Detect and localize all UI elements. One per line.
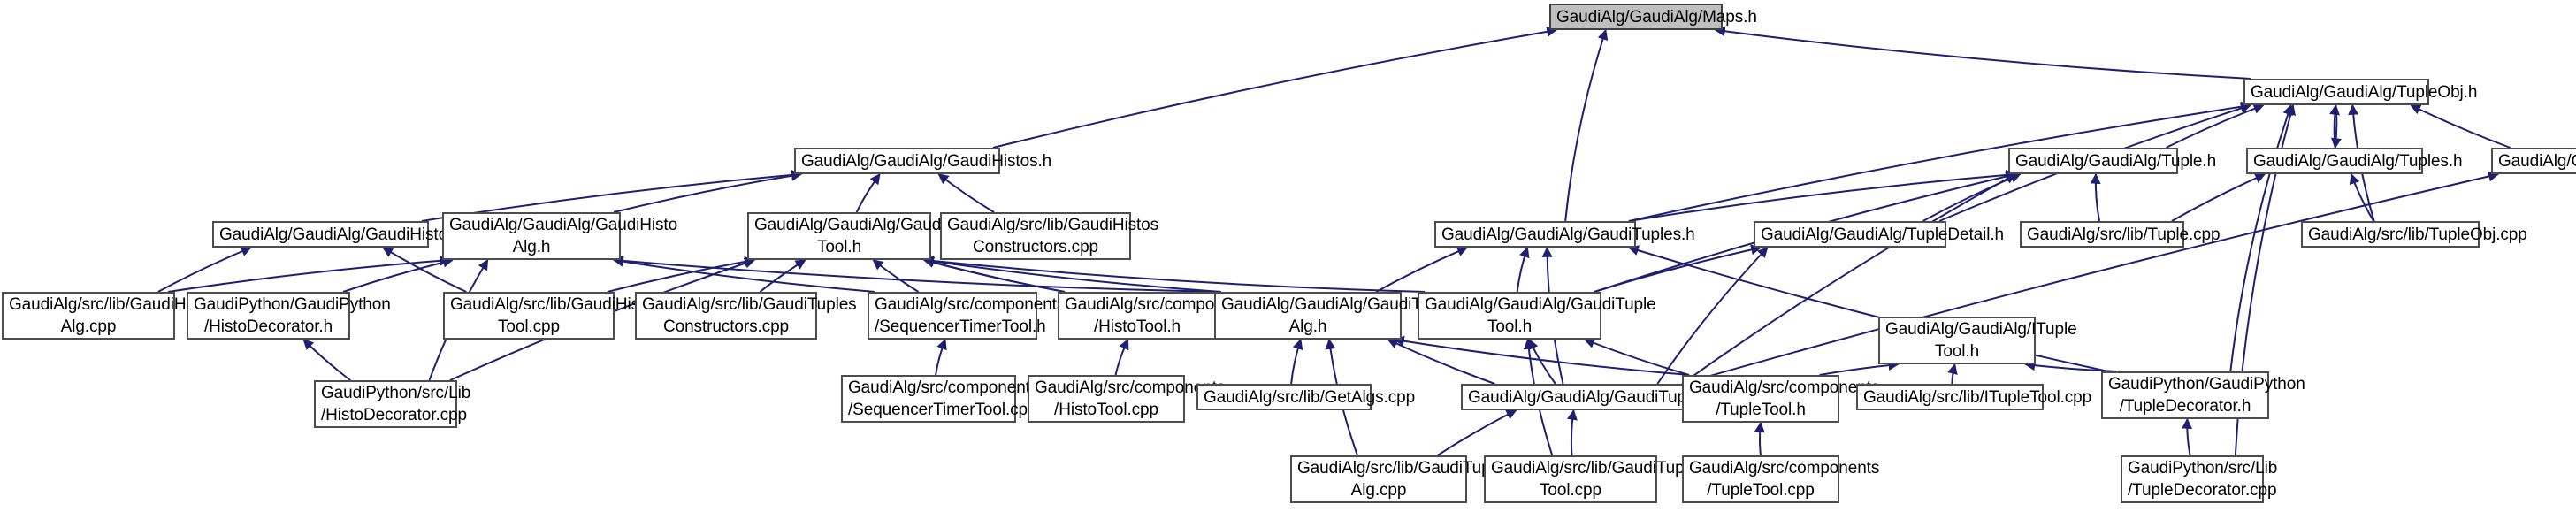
graph-node-label: GaudiAlg/src/components /TupleTool.cpp: [1689, 459, 1880, 500]
graph-node-label: GaudiAlg/src/lib/GaudiTuple Alg.cpp: [1297, 459, 1504, 500]
graph-node-label: GaudiPython/src/Lib /TupleDecorator.cpp: [2128, 459, 2278, 500]
graph-node-tupleput[interactable]: GaudiAlg/GaudiAlg/TuplePut.h: [2491, 148, 2576, 174]
graph-node-label: GaudiAlg/GaudiAlg/GaudiHistos.icpp: [219, 225, 492, 244]
graph-node-tuplesctors_cpp[interactable]: GaudiAlg/src/lib/GaudiTuples Constructor…: [635, 292, 857, 340]
graph-node-gauditupes_h[interactable]: GaudiAlg/GaudiAlg/GaudiTuples.h: [1434, 221, 1695, 248]
graph-node-maps[interactable]: GaudiAlg/GaudiAlg/Maps.h: [1549, 4, 1757, 30]
graph-node-histoalg_h[interactable]: GaudiAlg/GaudiAlg/GaudiHisto Alg.h: [442, 212, 678, 260]
graph-node-tuple_h[interactable]: GaudiAlg/GaudiAlg/Tuple.h: [2008, 148, 2217, 174]
graph-node-ituptool_h[interactable]: GaudiAlg/GaudiAlg/ITuple Tool.h: [1878, 317, 2077, 364]
graph-node-label: GaudiAlg/GaudiAlg/Tuples.h: [2253, 151, 2463, 171]
graph-node-label: GaudiAlg/GaudiAlg/GaudiTuple Alg.h: [1221, 295, 1453, 336]
graph-node-label: GaudiAlg/src/lib/GaudiHistos Constructor…: [947, 216, 1159, 256]
graph-node-label: GaudiAlg/src/components /HistoTool.cpp: [1035, 378, 1226, 419]
graph-node-histotool_comp_cpp[interactable]: GaudiAlg/src/components /HistoTool.cpp: [1028, 375, 1226, 423]
graph-node-label: GaudiAlg/GaudiAlg/TuplePut.h: [2498, 151, 2576, 171]
graph-node-tuples_h[interactable]: GaudiAlg/GaudiAlg/Tuples.h: [2246, 148, 2463, 174]
graph-node-label: GaudiAlg/GaudiAlg/TupleObj.h: [2251, 82, 2478, 102]
graph-node-gudituples_icpp[interactable]: GaudiAlg/GaudiAlg/GaudiTuples.icpp: [1461, 384, 1743, 410]
graph-node-histosctors_cpp[interactable]: GaudiAlg/src/lib/GaudiHistos Constructor…: [940, 212, 1159, 260]
graph-node-label: GaudiAlg/GaudiAlg/GaudiTuple Tool.h: [1425, 295, 1656, 336]
graph-node-label: GaudiAlg/GaudiAlg/GaudiHisto Tool.h: [754, 216, 983, 256]
graph-node-tuple_cpp[interactable]: GaudiAlg/src/lib/Tuple.cpp: [2020, 221, 2221, 248]
graph-node-label: GaudiAlg/src/lib/GaudiTuples Constructor…: [642, 295, 857, 336]
graph-node-gudituptool_cpp[interactable]: GaudiAlg/src/lib/GaudiTuple Tool.cpp: [1484, 455, 1698, 503]
graph-node-label: GaudiAlg/GaudiAlg/GaudiTuples.h: [1441, 225, 1695, 244]
graph-node-label: GaudiAlg/src/lib/Tuple.cpp: [2027, 225, 2221, 244]
graph-node-tupleobj[interactable]: GaudiAlg/GaudiAlg/TupleObj.h: [2243, 79, 2478, 105]
graph-node-label: GaudiPython/GaudiPython /HistoDecorator.…: [194, 295, 391, 336]
graph-node-gudituplealg_h[interactable]: GaudiAlg/GaudiAlg/GaudiTuple Alg.h: [1214, 292, 1453, 340]
graph-node-histoalg_cpp[interactable]: GaudiAlg/src/lib/GaudiHisto Alg.cpp: [2, 292, 212, 340]
graph-node-label: GaudiAlg/GaudiAlg/Tuple.h: [2015, 151, 2217, 171]
graph-node-histotool_comp_h[interactable]: GaudiAlg/src/components /HistoTool.h: [1058, 292, 1256, 340]
graph-node-label: GaudiAlg/src/components /TupleTool.h: [1689, 378, 1880, 419]
graph-node-histos_h[interactable]: GaudiAlg/GaudiAlg/GaudiHistos.h: [794, 148, 1052, 174]
graph-node-gudituplealg_cpp[interactable]: GaudiAlg/src/lib/GaudiTuple Alg.cpp: [1290, 455, 1504, 503]
graph-node-label: GaudiPython/src/Lib /HistoDecorator.cpp: [321, 384, 471, 424]
graph-node-label: GaudiAlg/GaudiAlg/GaudiTuples.icpp: [1468, 387, 1743, 407]
graph-node-tupletool_comp_cpp[interactable]: GaudiAlg/src/components /TupleTool.cpp: [1682, 455, 1880, 503]
graph-node-label: GaudiAlg/src/lib/GaudiHisto Tool.cpp: [450, 295, 654, 336]
graph-node-label: GaudiPython/GaudiPython /TupleDecorator.…: [2108, 375, 2305, 416]
graph-node-tupledecorator_cpp[interactable]: GaudiPython/src/Lib /TupleDecorator.cpp: [2121, 455, 2278, 503]
graph-node-gudituptool_h[interactable]: GaudiAlg/GaudiAlg/GaudiTuple Tool.h: [1418, 292, 1656, 340]
graph-node-label: GaudiAlg/GaudiAlg/GaudiHisto Alg.h: [449, 216, 678, 256]
graph-node-label: GaudiAlg/src/lib/GaudiHisto Alg.cpp: [9, 295, 212, 336]
graph-node-label: GaudiAlg/src/components /SequencerTimerT…: [875, 295, 1066, 336]
graph-node-seqtimertool_h[interactable]: GaudiAlg/src/components /SequencerTimerT…: [868, 292, 1066, 340]
graph-node-histos_icpp[interactable]: GaudiAlg/GaudiAlg/GaudiHistos.icpp: [212, 221, 492, 248]
graph-node-tupledecorator_h[interactable]: GaudiPython/GaudiPython /TupleDecorator.…: [2101, 371, 2305, 419]
graph-node-ituptool_cpp[interactable]: GaudiAlg/src/lib/ITupleTool.cpp: [1856, 384, 2092, 410]
graph-node-tupletool_comp_h[interactable]: GaudiAlg/src/components /TupleTool.h: [1682, 375, 1880, 423]
graph-node-label: GaudiAlg/GaudiAlg/TupleDetail.h: [1761, 225, 2005, 244]
graph-node-label: GaudiAlg/src/components /HistoTool.h: [1065, 295, 1256, 336]
graph-node-seqtimertool_cpp[interactable]: GaudiAlg/src/components /SequencerTimerT…: [841, 375, 1039, 423]
graph-node-label: GaudiAlg/src/lib/ITupleTool.cpp: [1863, 387, 2092, 407]
graph-node-label: GaudiAlg/src/lib/GetAlgs.cpp: [1204, 387, 1416, 407]
graph-node-label: GaudiAlg/GaudiAlg/GaudiHistos.h: [801, 151, 1052, 171]
graph-node-histotool_cpp[interactable]: GaudiAlg/src/lib/GaudiHisto Tool.cpp: [443, 292, 654, 340]
graph-node-label: GaudiAlg/src/lib/GaudiTuple Tool.cpp: [1491, 459, 1698, 500]
graph-node-label: GaudiAlg/GaudiAlg/Maps.h: [1556, 7, 1757, 27]
graph-node-getalgs_cpp[interactable]: GaudiAlg/src/lib/GetAlgs.cpp: [1196, 384, 1416, 410]
graph-node-histotool_h[interactable]: GaudiAlg/GaudiAlg/GaudiHisto Tool.h: [747, 212, 983, 260]
graph-node-histodecorator_h[interactable]: GaudiPython/GaudiPython /HistoDecorator.…: [187, 292, 391, 340]
graph-node-label: GaudiAlg/src/components /SequencerTimerT…: [848, 378, 1039, 419]
graph-node-tupledetail[interactable]: GaudiAlg/GaudiAlg/TupleDetail.h: [1754, 221, 2005, 248]
graph-node-tupleobj_cpp[interactable]: GaudiAlg/src/lib/TupleObj.cpp: [2301, 221, 2527, 248]
graph-node-histodecorator_cpp[interactable]: GaudiPython/src/Lib /HistoDecorator.cpp: [314, 380, 471, 428]
graph-node-label: GaudiAlg/GaudiAlg/ITuple Tool.h: [1885, 320, 2077, 361]
graph-node-label: GaudiAlg/src/lib/TupleObj.cpp: [2308, 225, 2527, 244]
